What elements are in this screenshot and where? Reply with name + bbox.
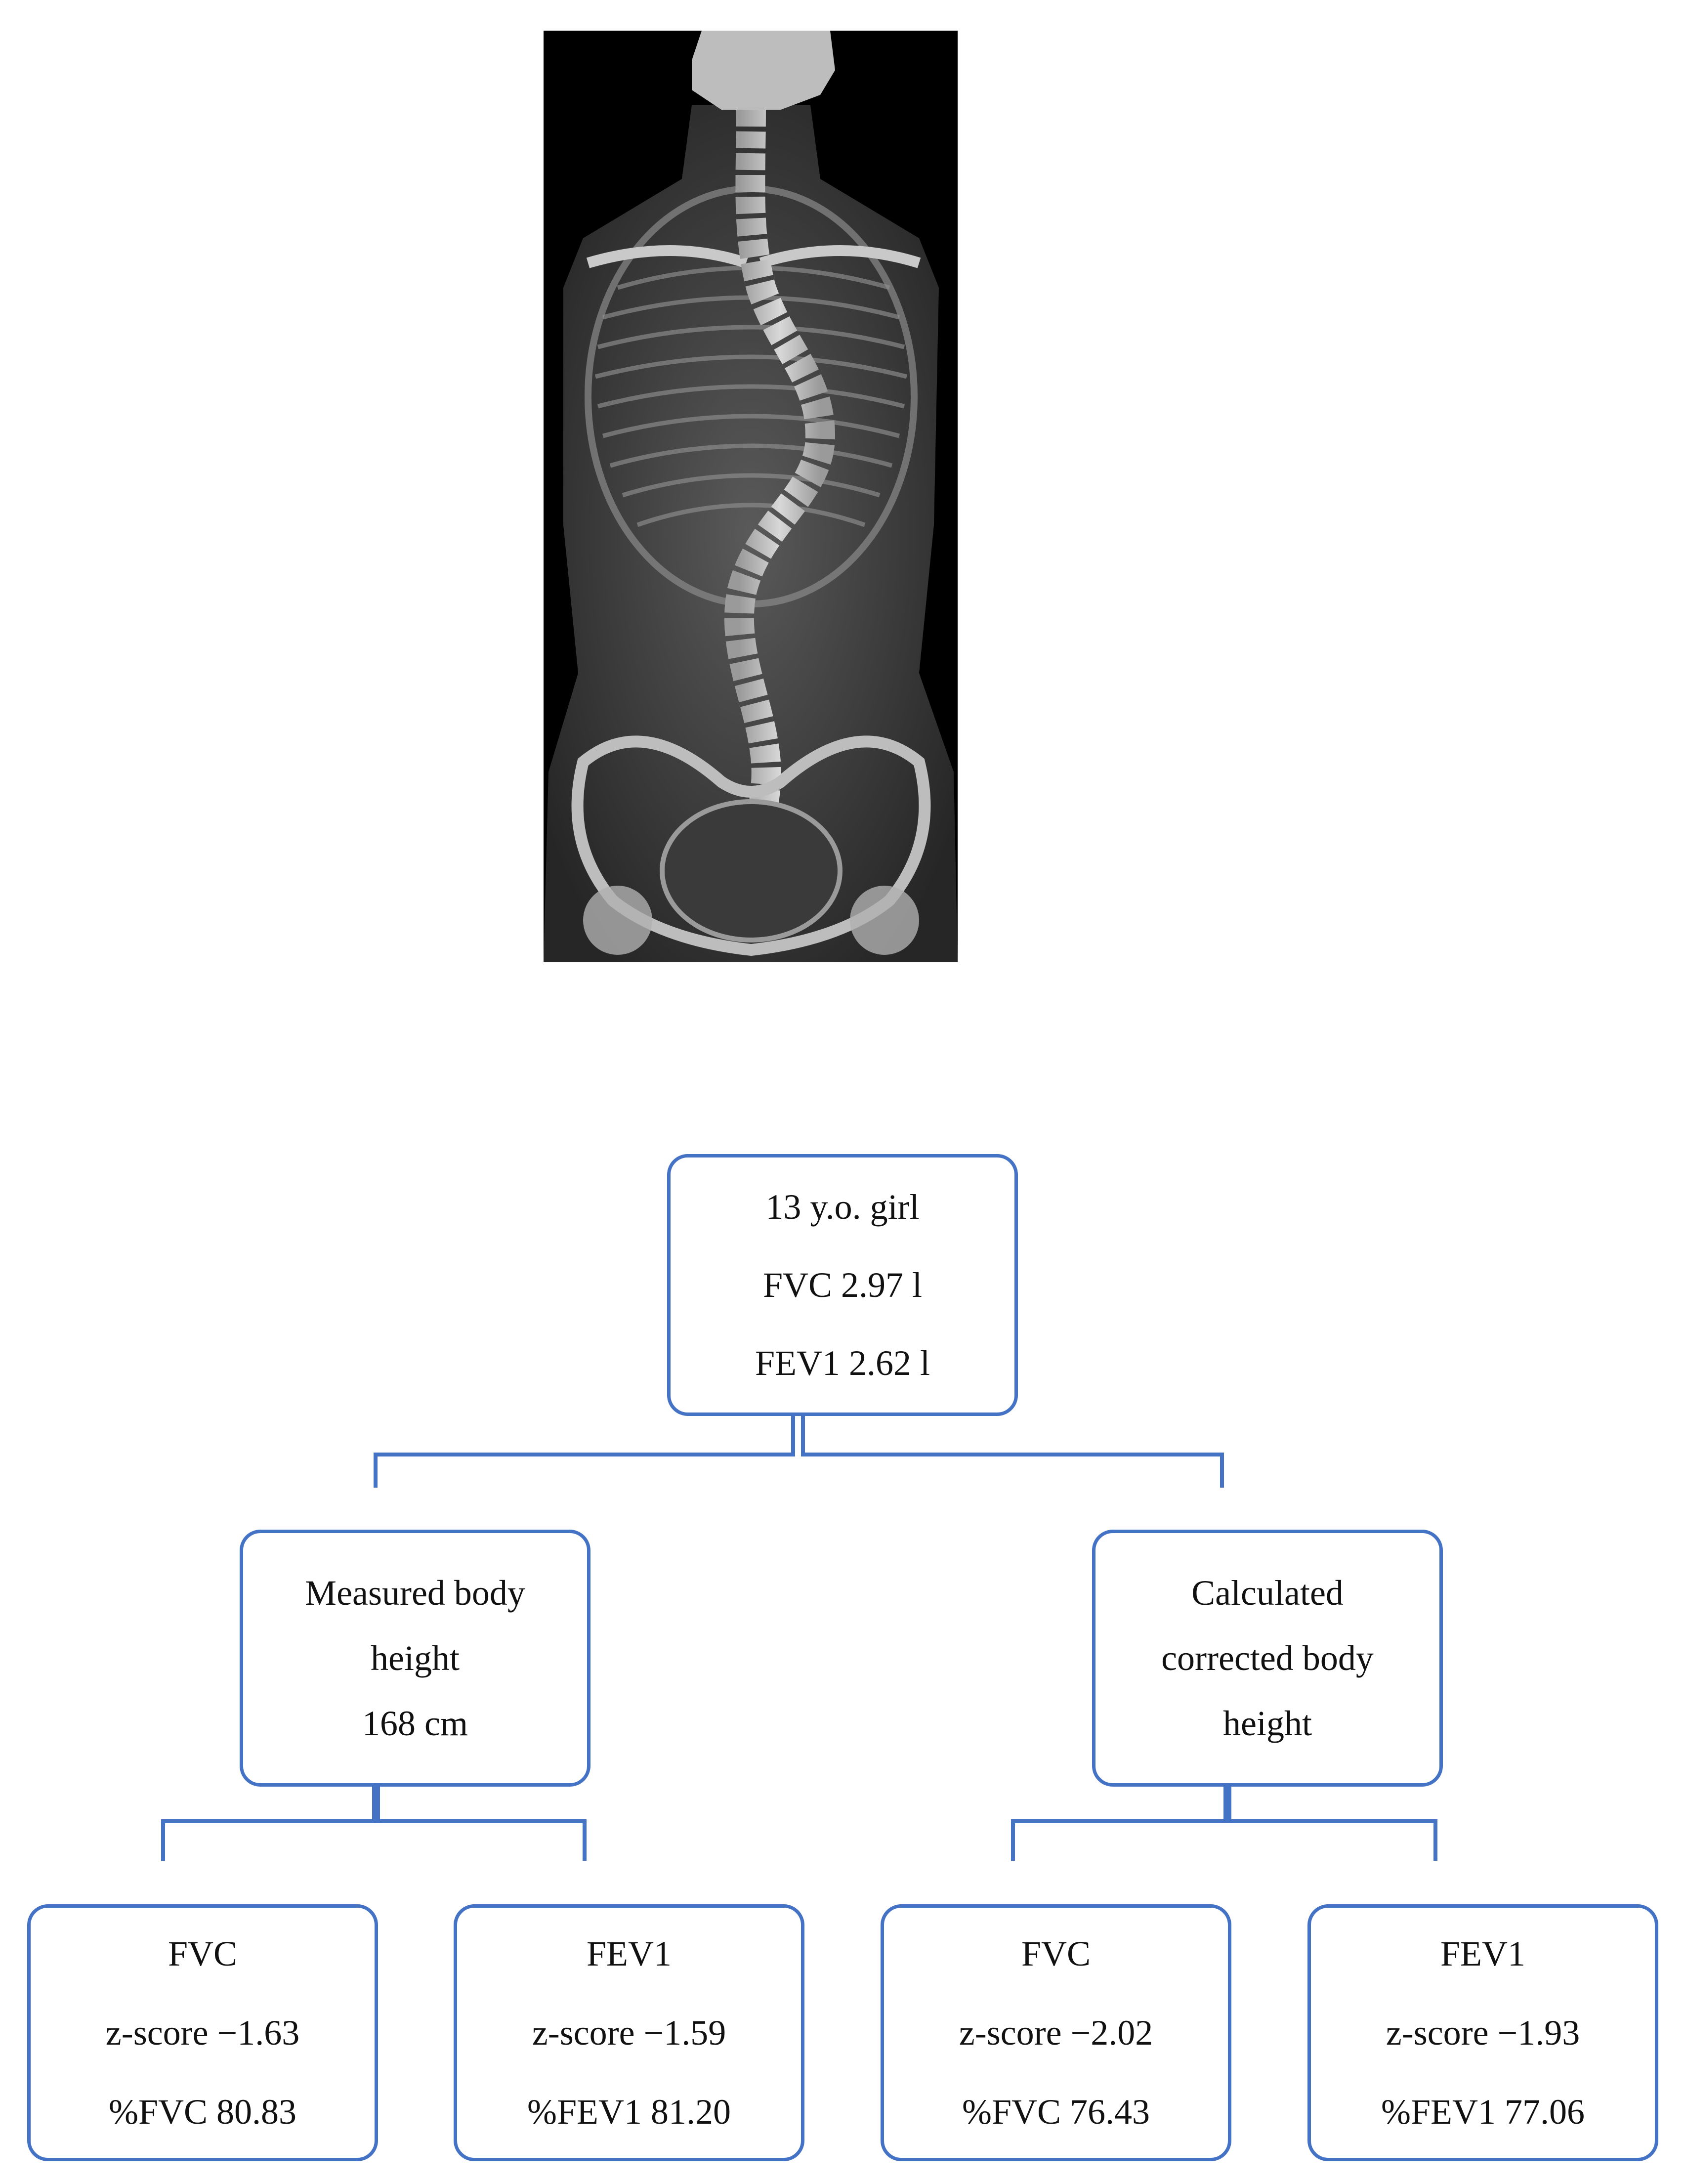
leaf-zscore: z-score −1.63 — [105, 2013, 300, 2053]
measured-label-2: height — [371, 1638, 460, 1678]
patient-age-sex: 13 y.o. girl — [765, 1187, 920, 1227]
leaf-title: FVC — [168, 1934, 238, 1973]
patient-fev1: FEV1 2.62 l — [755, 1343, 930, 1383]
connector-root-right — [801, 1416, 1224, 1488]
connector-calculated — [1011, 1787, 1437, 1861]
patient-summary-box: 13 y.o. girl FVC 2.97 l FEV1 2.62 l — [667, 1154, 1018, 1416]
leaf-zscore: z-score −2.02 — [959, 2013, 1153, 2053]
connector-measured — [161, 1787, 587, 1861]
leaf-title: FVC — [1021, 1934, 1091, 1973]
measured-fev1-box: FEV1 z-score −1.59 %FEV1 81.20 — [454, 1904, 804, 2161]
measured-label-1: Measured body — [305, 1573, 525, 1613]
xray-drawing — [544, 31, 958, 962]
patient-fvc: FVC 2.97 l — [762, 1265, 923, 1305]
leaf-percent: %FVC 80.83 — [108, 2092, 297, 2132]
spine — [724, 109, 836, 873]
measured-fvc-box: FVC z-score −1.63 %FVC 80.83 — [27, 1904, 378, 2161]
leaf-percent: %FEV1 77.06 — [1381, 2092, 1585, 2132]
measured-value: 168 cm — [362, 1704, 468, 1743]
calculated-label-2: corrected body — [1161, 1638, 1374, 1678]
calculated-fev1-box: FEV1 z-score −1.93 %FEV1 77.06 — [1307, 1904, 1658, 2161]
measured-height-box: Measured body height 168 cm — [240, 1530, 590, 1787]
calculated-fvc-box: FVC z-score −2.02 %FVC 76.43 — [881, 1904, 1231, 2161]
calculated-label-3: height — [1223, 1704, 1312, 1743]
leaf-zscore: z-score −1.59 — [532, 2013, 726, 2053]
leaf-zscore: z-score −1.93 — [1386, 2013, 1580, 2053]
skull — [692, 31, 835, 110]
calculated-height-box: Calculated corrected body height — [1092, 1530, 1443, 1787]
leaf-title: FEV1 — [586, 1934, 672, 1973]
leaf-percent: %FEV1 81.20 — [527, 2092, 731, 2132]
connector-root-left — [374, 1416, 795, 1488]
leaf-percent: %FVC 76.43 — [962, 2092, 1150, 2132]
spine-xray-image — [544, 31, 958, 962]
leaf-title: FEV1 — [1440, 1934, 1526, 1973]
calculated-label-1: Calculated — [1191, 1573, 1344, 1613]
